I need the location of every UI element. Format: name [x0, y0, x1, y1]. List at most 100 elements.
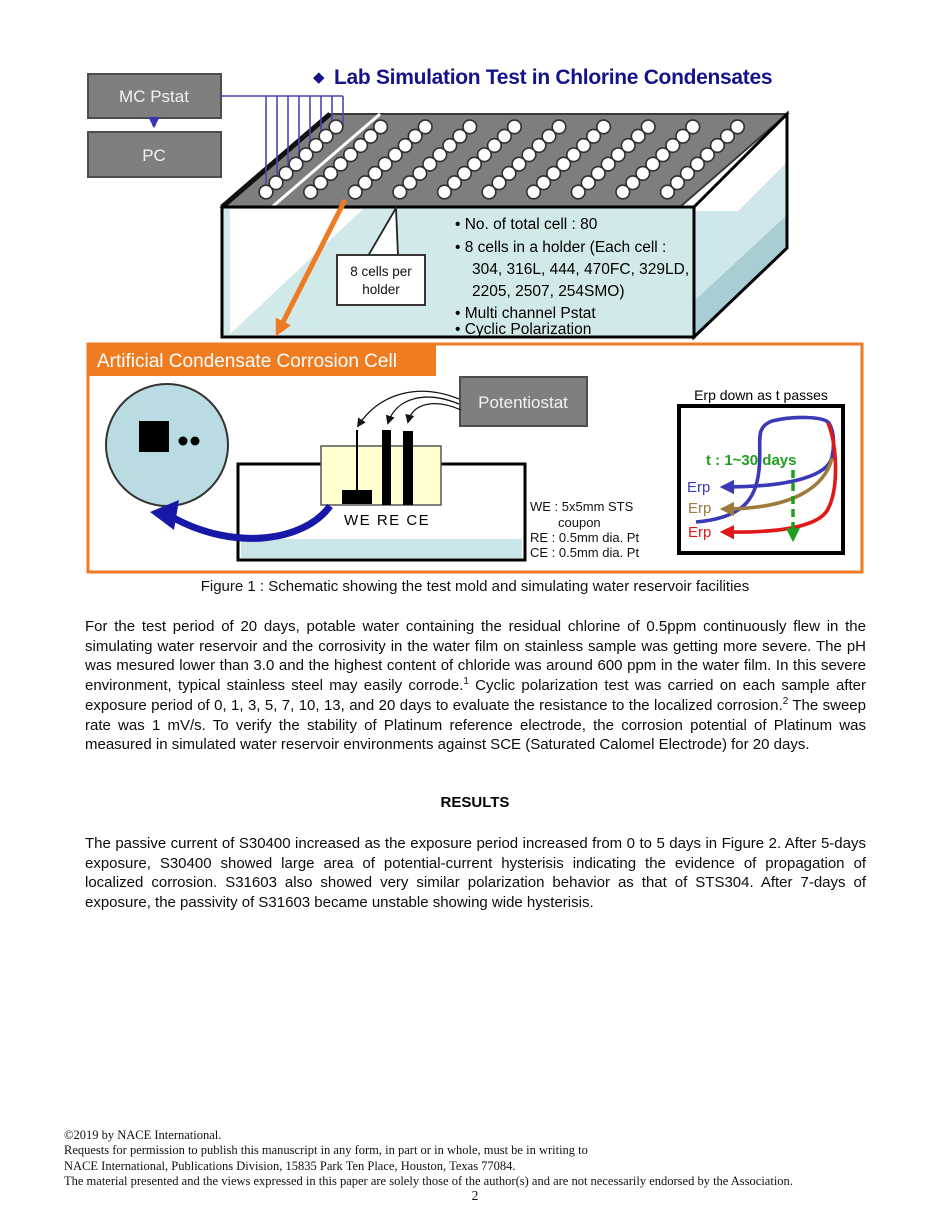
tank-bullet-4: • Cyclic Polarization: [455, 321, 591, 338]
cell-circle: [565, 147, 582, 163]
cell-circle: [303, 184, 319, 200]
re-electrode: [382, 430, 391, 505]
cell-circle: [456, 165, 473, 181]
cell-circle: [719, 128, 736, 144]
cell-circle: [551, 119, 567, 135]
cell-circles-grid: [258, 119, 746, 200]
potentiostat-label: Potentiostat: [478, 393, 568, 412]
cell-circle: [679, 165, 696, 181]
cell-circle: [402, 175, 418, 191]
cell-circle: [685, 119, 701, 135]
cell-circle: [268, 175, 284, 191]
cell-circle: [308, 137, 324, 154]
cell-circle: [343, 147, 359, 163]
footer-address: NACE International, Publications Divisio…: [64, 1158, 516, 1173]
corrosion-cell-titlebar: [87, 343, 436, 376]
re-dot: [178, 436, 188, 446]
slab-left-rim: [220, 112, 332, 209]
page-footer: ©2019 by NACE International. Requests fo…: [64, 1128, 884, 1190]
paragraph-1-text-2: Cyclic polarization test was carried on …: [85, 677, 866, 714]
cell-circle: [496, 128, 513, 144]
cell-circle: [377, 156, 393, 172]
cell-circle: [665, 137, 681, 154]
callout-line1: 8 cells per: [350, 264, 412, 279]
figure-title: Lab Simulation Test in Chlorine Condensa…: [334, 66, 772, 89]
cell-circle: [675, 128, 691, 144]
cell-circle: [298, 147, 314, 163]
cell-body: [320, 445, 442, 506]
cell-circle: [585, 128, 602, 144]
erp-label-day30: Erp: [688, 524, 711, 541]
cell-circle: [545, 165, 562, 181]
cell-circle: [511, 156, 527, 172]
cell-circle: [610, 147, 626, 163]
citation-2: 2: [782, 695, 789, 707]
erp-label-day1: Erp: [687, 479, 710, 496]
we-electrode-block: [342, 490, 372, 504]
cell-circle: [328, 119, 344, 135]
cell-circle: [353, 137, 369, 154]
cell-circle: [709, 137, 726, 154]
we-coupon-square: [139, 421, 169, 452]
cell-circle: [387, 147, 403, 163]
cell-circle: [531, 137, 547, 154]
cell-circle: [689, 156, 706, 172]
cell-circle: [417, 119, 433, 135]
cell-circle: [412, 165, 428, 181]
potentiostat-box: [459, 376, 588, 427]
cell-circle: [541, 128, 557, 144]
ce-electrode: [403, 431, 413, 505]
paragraph-1-text: For the test period of 20 days, potable …: [85, 618, 866, 695]
cell-circle: [357, 175, 373, 191]
cell-circle: [397, 137, 413, 154]
cell-circle: [521, 147, 537, 163]
erp-label-mid: Erp: [688, 500, 711, 517]
cell-circle: [669, 175, 686, 191]
cell-circle: [655, 147, 671, 163]
pc-box: [87, 131, 222, 178]
cell-circle: [476, 147, 493, 163]
magnify-arrow-shaft: [170, 503, 333, 542]
footer-copyright: ©2019 by NACE International.: [64, 1128, 222, 1142]
tank-bullet-2c: 2205, 2507, 254SMO): [472, 283, 625, 300]
cell-circle: [575, 137, 592, 154]
diamond-icon: ◆: [313, 69, 325, 86]
cell-circle: [333, 156, 349, 172]
cell-circle: [659, 184, 676, 200]
cell-circle: [501, 165, 517, 181]
paragraph-2: The passive current of S30400 increased …: [85, 835, 866, 912]
cell-circle: [373, 119, 389, 135]
legend-we-2: coupon: [558, 515, 601, 530]
cell-circle: [491, 175, 507, 191]
cell-circle: [407, 128, 423, 144]
cell-circle: [580, 175, 596, 191]
cell-circle: [620, 137, 636, 154]
tank-bullet-3: • Multi channel Pstat: [455, 305, 596, 322]
cell-circle: [600, 156, 616, 172]
ce-dot: [190, 436, 200, 446]
cell-circle: [258, 184, 274, 200]
cell-circle: [347, 184, 363, 200]
cell-circle: [466, 156, 483, 172]
cell-circle: [313, 175, 329, 191]
cell-circle: [625, 175, 641, 191]
results-heading: RESULTS: [440, 794, 510, 811]
erp-graph-title: Erp down as t passes: [694, 387, 828, 403]
legend-ce: CE : 0.5mm dia. Pt: [530, 545, 639, 560]
slab-divider-stripe: [271, 112, 381, 209]
cell-circle: [436, 184, 453, 200]
cell-circle: [525, 184, 542, 200]
cell-circle: [363, 128, 379, 144]
cell-circle: [367, 165, 383, 181]
legend-we: WE : 5x5mm STS: [530, 499, 634, 514]
callout-line2: holder: [362, 282, 400, 297]
cell-circle: [432, 147, 448, 163]
cell-circle: [635, 165, 651, 181]
mc-pstat-box: [87, 73, 222, 119]
cell-circle: [590, 165, 606, 181]
cell-circle: [323, 165, 339, 181]
paragraph-1-text-3: The sweep rate was 1 mV/s. To verify the…: [85, 696, 866, 754]
erp-curve-day30: [719, 422, 838, 540]
arrow-to-re: [385, 396, 460, 425]
